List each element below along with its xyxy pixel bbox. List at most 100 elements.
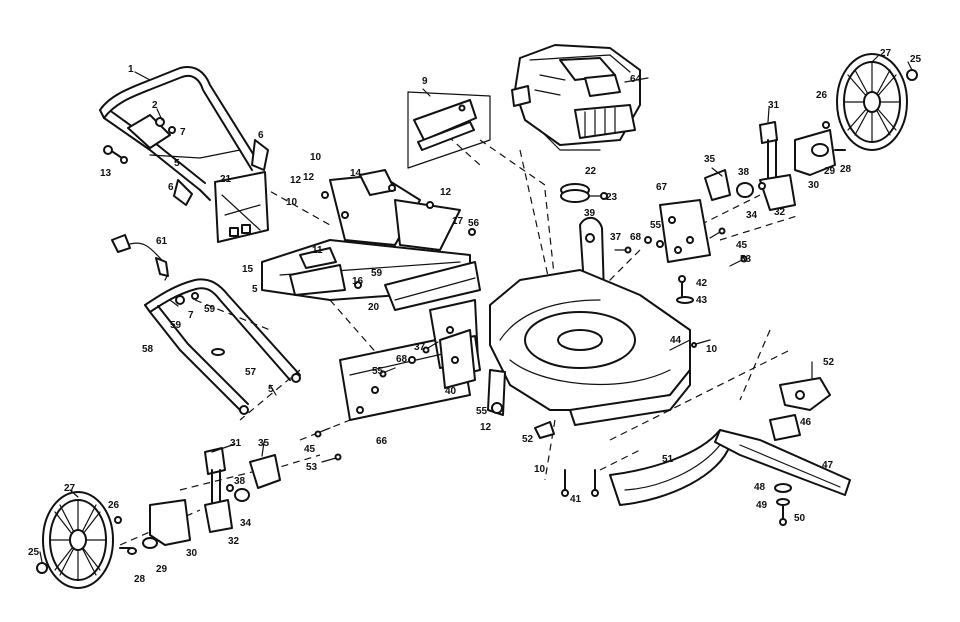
callout-38: 38 xyxy=(738,167,750,178)
blade-stiffener xyxy=(534,377,831,439)
callout-28: 28 xyxy=(134,574,146,585)
callout-29: 29 xyxy=(824,166,836,177)
mower-deck xyxy=(489,269,691,426)
callout-12: 12 xyxy=(290,175,302,186)
callout-30: 30 xyxy=(808,180,820,191)
front-bracket xyxy=(439,329,476,389)
callout-43: 43 xyxy=(696,295,708,306)
callout-53: 53 xyxy=(306,462,318,473)
callout-52: 52 xyxy=(522,434,534,445)
callout-14: 14 xyxy=(350,168,362,179)
height-lever-left xyxy=(119,447,281,555)
callout-9: 9 xyxy=(422,76,428,87)
callout-34: 34 xyxy=(746,210,758,221)
callout-5: 5 xyxy=(268,384,274,395)
callout-53: 53 xyxy=(740,254,752,265)
wheel-right xyxy=(822,53,918,151)
callout-41: 41 xyxy=(570,494,582,505)
callout-57: 57 xyxy=(245,367,257,378)
callout-45: 45 xyxy=(304,444,316,455)
callout-6: 6 xyxy=(258,130,264,141)
callout-22: 22 xyxy=(585,166,597,177)
callout-64: 64 xyxy=(630,74,642,85)
callout-31: 31 xyxy=(768,100,780,111)
lower-handle xyxy=(144,278,301,415)
callout-2: 2 xyxy=(152,100,158,111)
callout-1: 1 xyxy=(128,64,134,75)
rear-baffle-assembly xyxy=(261,169,481,311)
callout-47: 47 xyxy=(822,460,834,471)
callout-labels: 1 2 7 6 5 6 13 21 10 12 12 10 14 9 12 17… xyxy=(28,48,922,585)
callout-58: 58 xyxy=(142,344,154,355)
callout-12: 12 xyxy=(440,187,452,198)
callout-7: 7 xyxy=(188,310,194,321)
callout-27: 27 xyxy=(64,483,76,494)
callout-35: 35 xyxy=(258,438,270,449)
callout-12: 12 xyxy=(480,422,492,433)
callout-59: 59 xyxy=(204,304,216,315)
callout-10: 10 xyxy=(706,344,718,355)
callout-55: 55 xyxy=(476,406,488,417)
callout-68: 68 xyxy=(630,232,642,243)
callout-16: 16 xyxy=(352,276,364,287)
callout-42: 42 xyxy=(696,278,708,289)
callout-38: 38 xyxy=(234,476,246,487)
height-lever-right xyxy=(704,121,846,211)
rear-door xyxy=(407,91,491,169)
wheel-bracket-lower xyxy=(487,369,506,416)
callout-37: 37 xyxy=(610,232,622,243)
callout-40: 40 xyxy=(445,386,457,397)
mower-blade xyxy=(714,429,851,496)
callout-59: 59 xyxy=(371,268,383,279)
blade-adapter xyxy=(769,414,801,526)
upper-handle xyxy=(99,66,269,206)
discharge-deflector xyxy=(609,429,731,506)
control-panel xyxy=(214,171,269,243)
leader-lines xyxy=(39,55,913,563)
callout-29: 29 xyxy=(156,564,168,575)
callout-50: 50 xyxy=(794,513,806,524)
callout-5: 5 xyxy=(252,284,258,295)
callout-12: 12 xyxy=(303,172,315,183)
callout-46: 46 xyxy=(800,417,812,428)
small-fasteners xyxy=(314,227,748,463)
callout-48: 48 xyxy=(754,482,766,493)
callout-10: 10 xyxy=(310,152,322,163)
callout-55: 55 xyxy=(372,366,384,377)
callout-10: 10 xyxy=(534,464,546,475)
callout-27: 27 xyxy=(880,48,892,59)
callout-11: 11 xyxy=(312,245,323,256)
throttle-cable xyxy=(111,234,169,281)
engine xyxy=(511,44,641,151)
callout-61: 61 xyxy=(156,236,168,247)
callout-59: 59 xyxy=(170,320,182,331)
callout-35: 35 xyxy=(704,154,716,165)
callout-66: 66 xyxy=(376,436,388,447)
callout-56: 56 xyxy=(468,218,480,229)
callout-23: 23 xyxy=(606,192,618,203)
callout-6: 6 xyxy=(168,182,174,193)
callout-7: 7 xyxy=(180,127,186,138)
deck-bolts xyxy=(561,469,599,497)
callout-15: 15 xyxy=(242,264,254,275)
callout-32: 32 xyxy=(774,207,786,218)
callout-45: 45 xyxy=(736,240,748,251)
callout-25: 25 xyxy=(910,54,922,65)
callout-37: 37 xyxy=(414,342,426,353)
callout-44: 44 xyxy=(670,335,682,346)
blade-adapter-pulley xyxy=(560,183,608,203)
callout-13: 13 xyxy=(100,168,112,179)
callout-5: 5 xyxy=(174,158,180,169)
callout-32: 32 xyxy=(228,536,240,547)
callout-34: 34 xyxy=(240,518,252,529)
callout-17: 17 xyxy=(452,216,464,227)
callout-26: 26 xyxy=(108,500,120,511)
callout-31: 31 xyxy=(230,438,242,449)
callout-30: 30 xyxy=(186,548,198,559)
callout-20: 20 xyxy=(368,302,380,313)
callout-25: 25 xyxy=(28,547,40,558)
callout-28: 28 xyxy=(840,164,852,175)
callout-52: 52 xyxy=(823,357,835,368)
callout-10: 10 xyxy=(286,197,298,208)
